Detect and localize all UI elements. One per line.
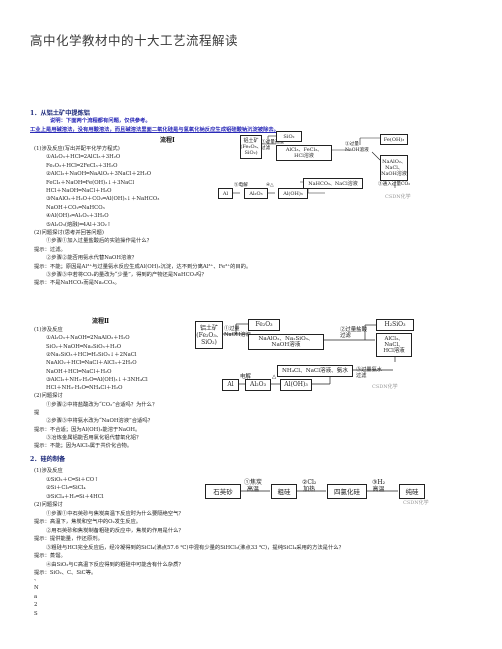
text-line: ⑤Al₂O₃(熔融)═4Al＋3O₂↑ (46, 221, 112, 228)
section1-note: 说明：下面两个流程都有问题，仅供参考。 (50, 118, 151, 124)
d1-heat: ④△ (266, 183, 274, 188)
text-line: NaAlO₂＋HCl═NaCl＋AlCl₃＋2H₂O (46, 360, 137, 367)
text-line: Fe₂O₃＋HCl═2FeCl₃＋3H₂O (46, 162, 118, 169)
d2-al2o3: Al₂O₃ (245, 379, 271, 391)
d3-pure-si: 纯硅 (399, 484, 425, 499)
text-line: NaOH＋HCl═NaCl＋H₂O (46, 368, 112, 375)
text-line: (1)涉及反应 (34, 327, 63, 333)
d2-start: 铝土矿 (Fe₂O₃、 SiO₂) (195, 321, 223, 349)
d3-watermark: CSDN化学 (403, 500, 429, 506)
text-line: 提示：提供能量，作还原剂。 (34, 536, 103, 542)
d1-elec: ⑤电解 (234, 183, 248, 188)
d1-watermark: CSDN化学 (385, 194, 411, 200)
d3-step3: ③H₂ 高温 (372, 479, 386, 493)
flow2-title: 流程Ⅱ (92, 318, 110, 325)
d2-aloh: Al(OH)₃ (280, 379, 312, 391)
text-line: 提示：不能；原因是Al³⁺与过量氨水反应生成Al(OH)₃沉淀，达不到分离Al³… (34, 263, 252, 270)
d1-step2: ②过量 NaOH溶液 (345, 142, 369, 153)
text-line: ④由SiO₂与C高温下反应得到的粗硅中可能含有什么杂质？ (46, 561, 184, 568)
text-line: ③SiCl₄＋H₂═Si＋4HCl (46, 493, 104, 500)
text-line: S (34, 611, 38, 618)
text-line: ①Al₂O₃＋NaOH═2NaAlO₂＋H₂O (46, 335, 130, 342)
d2-mix2: AlCl₃、 NaCl、 HCl溶液 (376, 333, 412, 357)
d1-start: 铝土矿 (Fe₂O₃、 SiO₂) (240, 135, 262, 159)
text-line: ②Si＋Cl₂═SiCl₄ (46, 485, 86, 491)
d2-step1: ①过量 NaOH溶液 (224, 326, 251, 338)
d1-aloh: Al(OH)₃ (278, 188, 308, 199)
text-line: ③粗硅与HCl完全反应后，经冷凝得到的SiCl₄(沸点57.6 ℃)中混有少量的… (46, 544, 344, 551)
text-line: ②步骤③中将氨水改为“NaOH溶液”合适吗？ (46, 418, 153, 425)
d1-sio2: SiO₂ (276, 131, 302, 142)
text-line: 提示：过滤。 (34, 246, 66, 253)
text-line: HCl＋NaOH═NaCl＋H₂O (46, 188, 112, 194)
text-line: ①步骤①加入过量盐酸后的实验操作是什么？ (46, 238, 152, 245)
d2-step3: ③过量氨水 过滤 (356, 367, 382, 379)
d1-feoh: Fe(OH)₃ (380, 134, 408, 145)
text-line: 2 (34, 602, 38, 609)
text-line: ①SiO₂＋C═Si＋CO↑ (46, 476, 99, 483)
d1-mix1: AlCl₃、FeCl₃、 HCl溶液 (276, 145, 332, 161)
d2-fe2o3: Fe₂O₃ (248, 319, 280, 331)
d3-sicl4: 四氯化硅 (327, 484, 367, 499)
text-line: (2)问题探讨 (34, 393, 63, 400)
section2-heading: 2．硅的制备 (30, 456, 66, 463)
flow1-title: 流程Ⅰ (160, 137, 175, 144)
text-line: ①步骤①中石英砂与焦炭高温下反应时为什么要隔绝空气？ (46, 510, 184, 517)
d1-step1: ①过量盐酸 过滤 (261, 140, 284, 151)
text-line: ③冶炼金属铝能否用氯化铝代替氧化铝？ (46, 434, 142, 441)
text-line: 提示：不是NaHCO₃而是Na₂CO₃。 (34, 280, 120, 287)
text-line: N (34, 584, 39, 591)
d3-step2: ②Cl₂ 加热 (302, 479, 317, 493)
d2-al: Al (222, 379, 239, 391)
page-title: 高中化学教材中的十大工艺流程解读 (30, 33, 239, 48)
d2-watermark: CSDN化学 (372, 384, 398, 390)
text-line: 提示：SiO₂、C、SiC等。 (34, 570, 97, 576)
text-line: 提示：高温下，焦炭和空气中的O₂发生反应。 (34, 519, 142, 525)
d1-al: Al (218, 188, 233, 199)
section1-heading: 1．从铝土矿中提炼铝 (30, 110, 90, 117)
d2-step2: ②过量盐酸 过滤 (340, 327, 367, 339)
text-line: NaOH＋CO₂═NaHCO₃ (46, 204, 105, 211)
text-line: SiO₂＋NaOH═Na₂SiO₃＋H₂O (46, 343, 122, 350)
text-line: ③步骤③中若将CO₂的量改为“少量”，得到的产物还是NaHCO₃吗？ (46, 272, 207, 278)
text-line: ②用石英砂和焦炭制备粗硅的反应中，焦炭的作用是什么？ (46, 527, 184, 534)
d1-al2o3: Al₂O₃ (244, 188, 268, 199)
text-line: (1)涉及反应 (34, 468, 63, 474)
d2-mix1: NaAlO₂、Na₂SiO₃、 NaOH溶液 (248, 334, 324, 350)
text-line: ②步骤②能否用氨水代替NaOH溶液？ (46, 255, 137, 262)
text-line: 提示：蒸馏。 (34, 553, 66, 559)
d1-step3: ③通入过量CO₂ (378, 182, 411, 187)
d2-h2sio3: H₂SiO₃ (376, 319, 414, 331)
d1-mix2: NaAlO₂、 NaCl、 NaOH溶液 (380, 155, 408, 181)
text-line: 、 (34, 576, 40, 582)
text-line: HCl＋NH₃·H₂O═NH₄Cl＋H₂O (46, 385, 123, 392)
text-line: (2)问题探讨(思考并回答问题) (34, 230, 104, 236)
text-line: 提示：不能；因为AlCl₃属于共价化合物。 (34, 443, 133, 450)
d2-heat: △ (272, 374, 277, 380)
text-line: ④Al(OH)₃═Al₂O₃＋3H₂O (46, 213, 109, 220)
text-line: 提示：不合适；因为Al(OH)₃能溶于NaOH。 (34, 426, 141, 433)
d3-step1: ①焦炭 高温 (244, 479, 263, 493)
text-line: ①Al₂O₃＋HCl═2AlCl₃＋3H₂O (46, 154, 121, 161)
text-line: ③AlCl₃＋NH₃·H₂O═Al(OH)₃↓＋3NH₄Cl (46, 376, 148, 383)
text-line: ③NaAlO₂＋H₂O＋CO₂═Al(OH)₃↓＋NaHCO₃ (46, 196, 160, 203)
text-line: 提 (34, 410, 40, 416)
text-line: (1)涉及反应(写出并配平化学方程式) (34, 146, 120, 152)
section1-warning: 工业上是用碱溶法，没有用酸溶法，而且碱溶法里面二氧化硅是与氢氧化钠反应生成铝硅酸… (30, 127, 279, 133)
text-line: ②AlCl₃＋NaOH═NaAlO₂＋3NaCl＋2H₂O (46, 171, 152, 178)
d3-quartz: 石英砂 (205, 484, 241, 499)
d1-mid: NaHCO₃、NaCl溶液 (303, 178, 363, 189)
text-line: FeCl₃＋NaOH═Fe(OH)₃↓＋3NaCl (46, 179, 135, 186)
text-line: ②Na₂SiO₃＋HCl═H₂SiO₃↓＋2NaCl (46, 351, 137, 358)
text-line: ①步骤②中将盐酸改为“CO₂”合适吗？为什么？ (46, 401, 158, 408)
text-line: (2)问题探讨 (34, 502, 63, 508)
text-line: a (34, 593, 38, 600)
d3-crude-si: 粗硅 (271, 484, 297, 499)
d2-elec: 电解 (240, 374, 251, 380)
d2-mid: NH₄Cl、NaCl溶液、氨水 (277, 365, 353, 377)
